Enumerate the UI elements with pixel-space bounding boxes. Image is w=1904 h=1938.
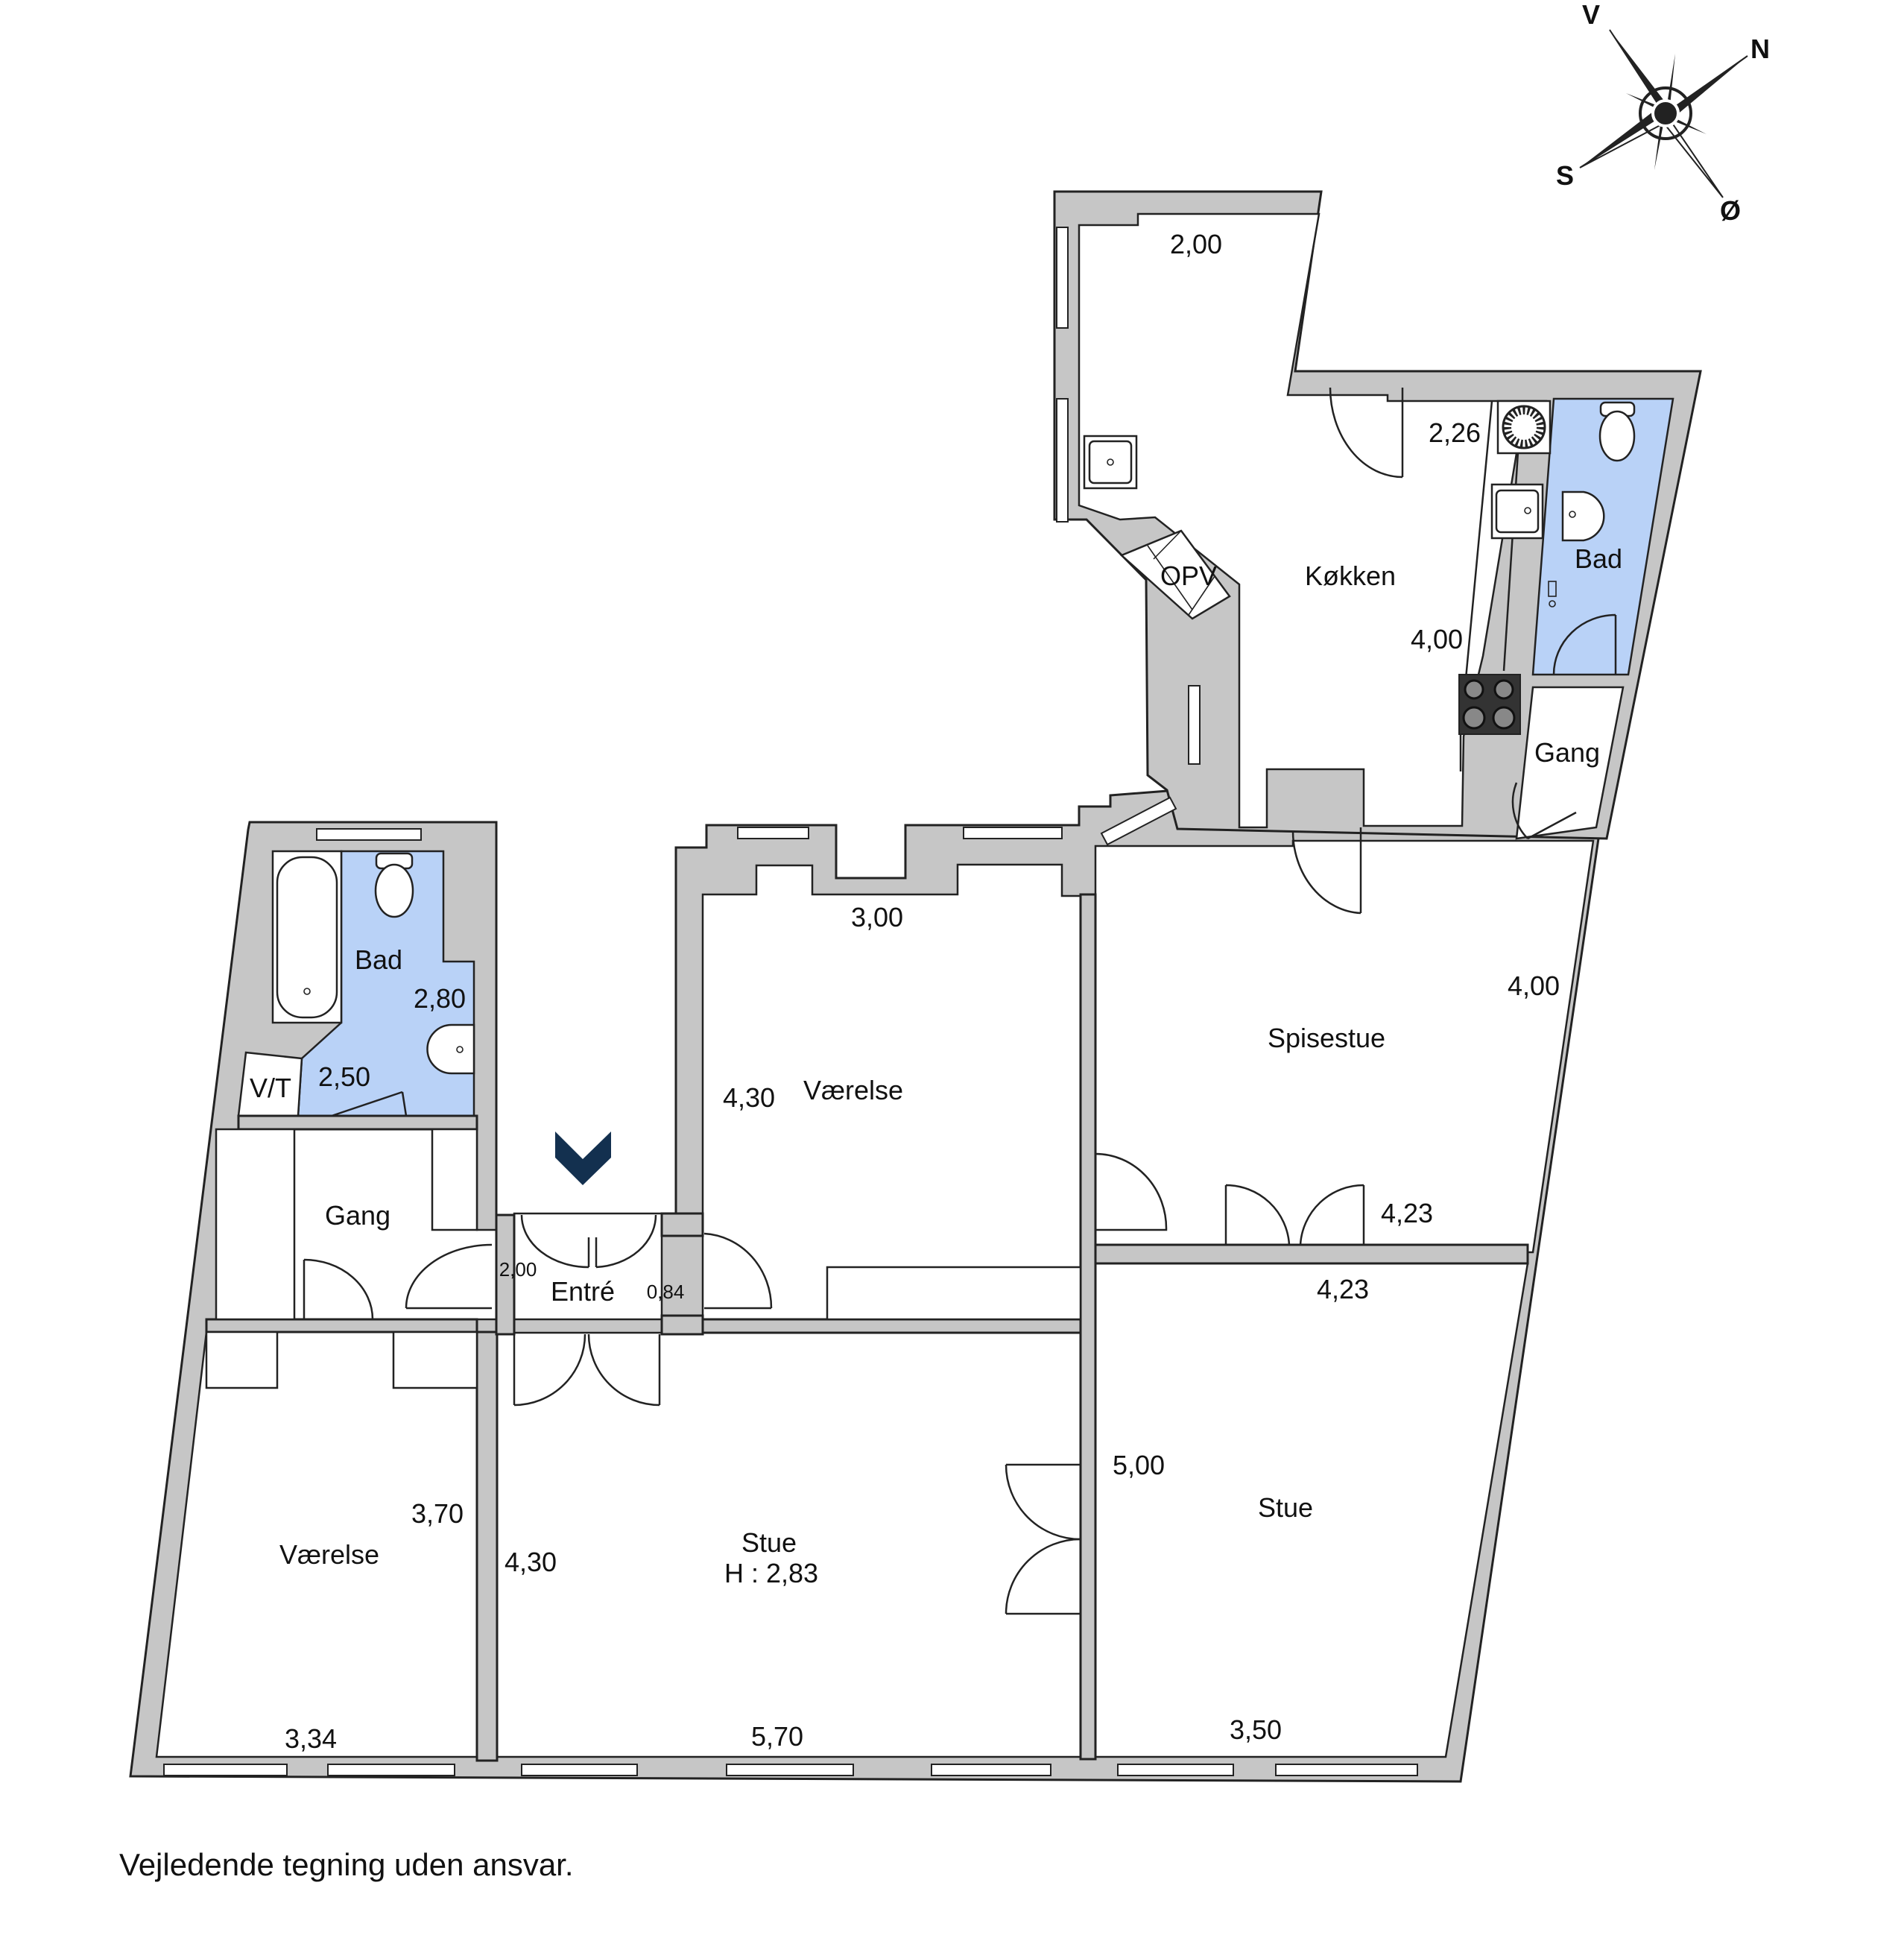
wall-entre-left — [495, 1213, 516, 1336]
entre-dim-b: 0,84 — [647, 1281, 685, 1303]
window — [1100, 796, 1177, 846]
stue-mid-dim-bottom: 5,70 — [751, 1721, 803, 1752]
stue-right-name: Stue — [1258, 1492, 1313, 1523]
stue-right-dim-bottom: 3,50 — [1230, 1714, 1282, 1745]
vaerelse-left-name: Værelse — [279, 1539, 379, 1570]
wall-spisestue-stue — [1094, 1243, 1529, 1265]
kitchen-dim-side: 4,00 — [1411, 624, 1463, 654]
closet-gang-left — [215, 1128, 296, 1321]
window — [327, 1764, 455, 1776]
window — [1117, 1764, 1234, 1776]
vaerelse-left-dim-bottom: 3,34 — [285, 1723, 337, 1754]
stove-icon — [1458, 674, 1521, 735]
stue-right-dim-side: 5,00 — [1113, 1450, 1165, 1480]
wall-between-stue-rooms — [1079, 893, 1097, 1761]
doors — [303, 387, 1617, 1615]
stue-right-dim-top: 4,23 — [1317, 1274, 1369, 1304]
entre-name: Entré — [551, 1276, 615, 1307]
window — [316, 828, 422, 841]
toilet-icon — [1598, 401, 1636, 462]
disclaimer-text: Vejledende tegning uden ansvar. — [119, 1847, 574, 1882]
gang-right-floor[interactable] — [1515, 686, 1625, 840]
window — [1056, 398, 1069, 523]
window — [1188, 685, 1201, 765]
wc-label: V/T — [250, 1073, 291, 1103]
sink-icon — [1490, 483, 1544, 540]
window — [931, 1764, 1051, 1776]
washbasin-icon — [426, 1023, 475, 1075]
stue-mid-height: H : 2,83 — [724, 1558, 818, 1588]
labels: Køkken 2,00 2,26 4,00 OPV Bad Gang Spise… — [250, 229, 1622, 1754]
vaerelse-mid-dim-side: 4,30 — [723, 1082, 775, 1113]
kitchen-dim-top: 2,00 — [1170, 229, 1222, 259]
stue-mid-name: Stue — [741, 1527, 797, 1558]
closet-vaerelse-a — [205, 1331, 279, 1389]
wall-gang-vaerelse — [205, 1318, 478, 1333]
compass-south: S — [1556, 160, 1574, 191]
spisestue-name: Spisestue — [1268, 1023, 1385, 1053]
spisestue-dim-bottom: 4,23 — [1381, 1198, 1433, 1228]
vaerelse-left-dim-side: 3,70 — [411, 1498, 464, 1529]
wall-between-left-rooms — [475, 1331, 499, 1762]
kitchen-dim-inner: 2,26 — [1429, 417, 1481, 448]
room-floors — [155, 212, 1674, 1758]
shower-icon — [1548, 581, 1557, 607]
kitchen-floor — [1078, 212, 1548, 829]
vaerelse-mid-dim-top: 3,00 — [851, 902, 903, 932]
window — [737, 827, 809, 839]
compass-east: Ø — [1720, 195, 1741, 226]
bathtub-icon — [276, 856, 338, 1019]
compass-rose-icon: V N S Ø — [1556, 0, 1770, 226]
bath-left-dim-b: 2,50 — [318, 1061, 370, 1092]
bath-right-floor[interactable] — [1531, 397, 1674, 676]
wall-entre-bottom-right — [660, 1314, 704, 1336]
opv-label: OPV — [1160, 561, 1217, 591]
fixtures — [276, 400, 1636, 1185]
entrance-arrow-icon — [555, 1131, 611, 1185]
gang-left-name: Gang — [325, 1200, 390, 1231]
window — [1275, 1764, 1418, 1776]
window — [163, 1764, 288, 1776]
window — [963, 827, 1063, 839]
windows — [163, 227, 1418, 1776]
compass-north: N — [1750, 34, 1770, 64]
builtin-vaerelse-mid — [826, 1266, 1082, 1321]
vaerelse-mid-name: Værelse — [803, 1075, 903, 1105]
closet-gang-right — [431, 1128, 478, 1231]
fan-icon — [1496, 400, 1552, 455]
opv-cabinet — [1119, 529, 1231, 620]
closet-vaerelse-b — [392, 1331, 478, 1389]
window — [726, 1764, 854, 1776]
toilet-icon — [374, 852, 414, 918]
spisestue-dim-side: 4,00 — [1508, 970, 1560, 1001]
wall-vaerelse-stue — [701, 1318, 1082, 1334]
washbasin-icon — [1561, 490, 1605, 542]
stue-mid-dim-side: 4,30 — [505, 1547, 557, 1577]
wall-entre-right — [660, 1212, 704, 1237]
kitchen-counter-front — [1502, 417, 1522, 672]
window — [521, 1764, 638, 1776]
sink-icon — [1083, 435, 1138, 490]
internal-walls — [205, 400, 1529, 1762]
wall-bath-bottom — [237, 1114, 478, 1131]
bath-right-name: Bad — [1575, 543, 1622, 574]
entre-dim-a: 2,00 — [499, 1258, 537, 1281]
bath-left-dim-a: 2,80 — [414, 983, 466, 1014]
bath-left-name: Bad — [355, 944, 402, 975]
gang-right-name: Gang — [1534, 737, 1600, 768]
window — [1056, 227, 1069, 329]
kitchen-name: Køkken — [1305, 561, 1396, 591]
compass-west: V — [1582, 0, 1600, 30]
